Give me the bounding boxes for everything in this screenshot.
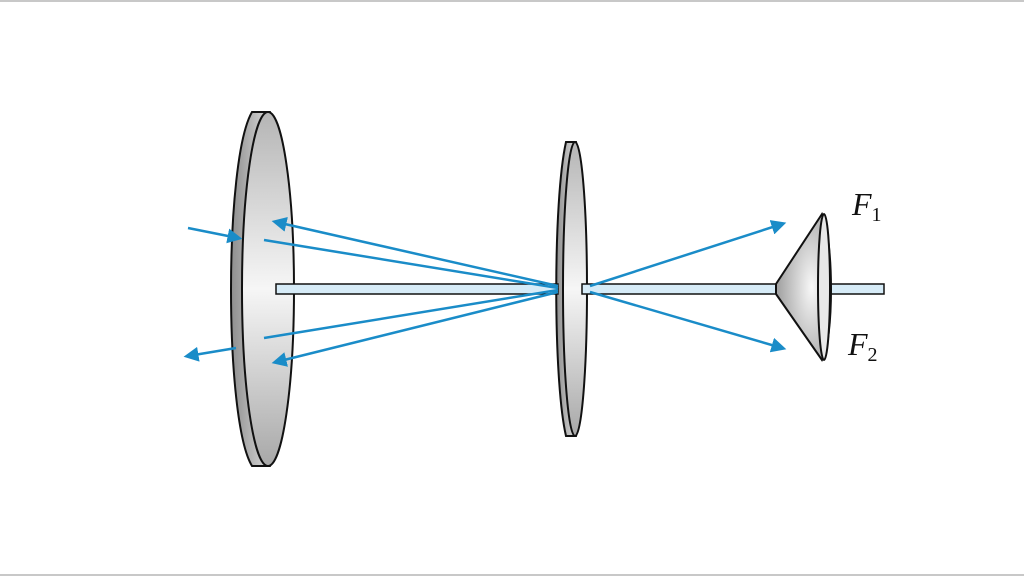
conical-reflector	[775, 211, 832, 362]
label-f1: F1	[852, 186, 882, 226]
label-f2: F2	[848, 326, 878, 366]
light-rays	[183, 217, 787, 367]
large-lens	[230, 111, 295, 467]
optical-axis-rod	[275, 283, 885, 295]
